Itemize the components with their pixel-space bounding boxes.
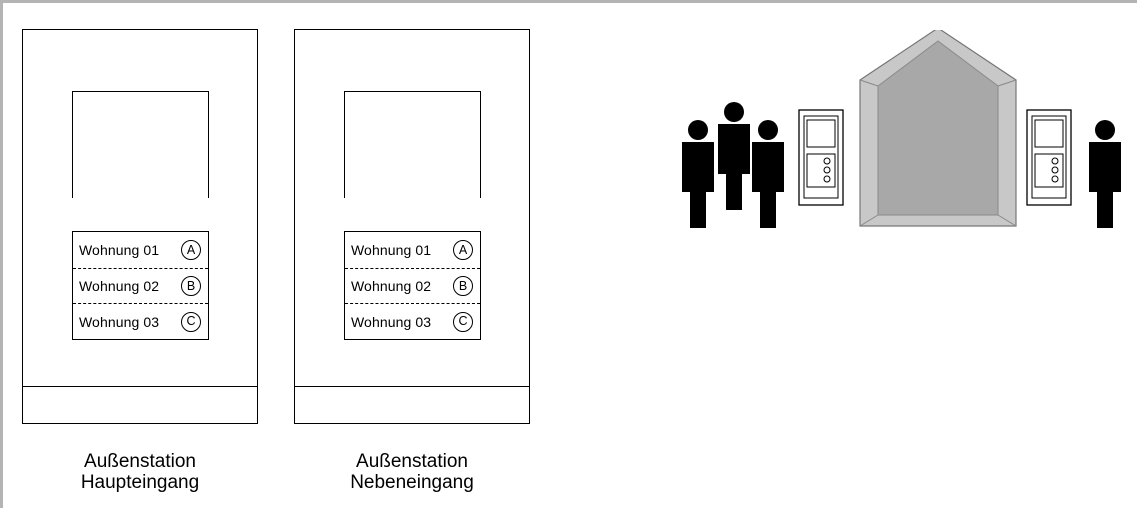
apartment-label: Wohnung 01 [351,242,431,258]
camera-display-area [72,91,209,198]
house-icon [860,30,1016,226]
station-base-divider [23,386,257,387]
person-icon [1089,120,1121,228]
apartment-label: Wohnung 01 [79,242,159,258]
call-button-c[interactable]: C [453,312,473,332]
apartment-label: Wohnung 02 [351,278,431,294]
camera-display-area [344,91,481,198]
building-illustration [660,30,1130,240]
station-label-main: Außenstation Haupteingang [22,451,258,493]
person-icon [752,120,784,228]
apartment-label: Wohnung 02 [79,278,159,294]
station-base-divider [295,386,529,387]
door-station-device-icon [799,110,843,205]
call-button-b[interactable]: B [181,276,201,296]
station-label-line2: Haupteingang [22,472,258,493]
call-button-b[interactable]: B [453,276,473,296]
person-icon [718,102,750,210]
nameplate-panel: Wohnung 01 A Wohnung 02 B Wohnung 03 C [344,231,481,340]
station-label-side: Außenstation Nebeneingang [294,451,530,493]
door-station-device-icon [1027,110,1071,205]
call-button-a[interactable]: A [453,240,473,260]
nameplate-row[interactable]: Wohnung 01 A [73,232,208,268]
apartment-label: Wohnung 03 [79,314,159,330]
outdoor-station-main: Wohnung 01 A Wohnung 02 B Wohnung 03 C [22,29,258,424]
outdoor-station-side: Wohnung 01 A Wohnung 02 B Wohnung 03 C [294,29,530,424]
nameplate-row[interactable]: Wohnung 02 B [345,268,480,304]
nameplate-row[interactable]: Wohnung 03 C [345,303,480,339]
apartment-label: Wohnung 03 [351,314,431,330]
call-button-a[interactable]: A [181,240,201,260]
nameplate-row[interactable]: Wohnung 02 B [73,268,208,304]
station-label-line1: Außenstation [294,451,530,472]
nameplate-panel: Wohnung 01 A Wohnung 02 B Wohnung 03 C [72,231,209,340]
station-label-line2: Nebeneingang [294,472,530,493]
call-button-c[interactable]: C [181,312,201,332]
nameplate-row[interactable]: Wohnung 03 C [73,303,208,339]
station-label-line1: Außenstation [22,451,258,472]
person-icon [682,120,714,228]
nameplate-row[interactable]: Wohnung 01 A [345,232,480,268]
